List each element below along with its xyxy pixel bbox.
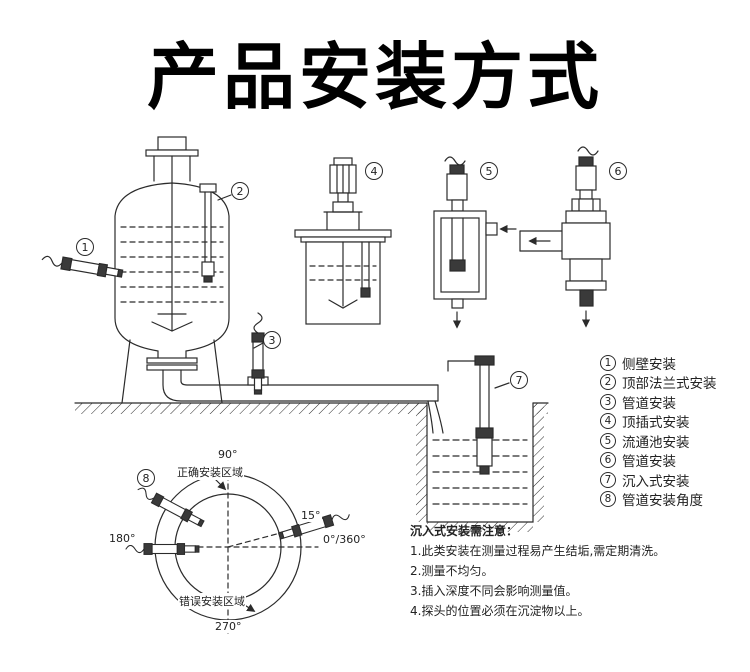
legend-label-6: 管道安装 xyxy=(622,454,676,471)
legend-num-8: 8 xyxy=(600,491,616,508)
ground-pit-drawing xyxy=(74,402,549,532)
notes: 沉入式安装需注意： 1.此类安装在测量过程易产生结垢,需定期清洗。 2.测量不均… xyxy=(410,521,690,621)
callout-1: 1 xyxy=(76,238,94,256)
callout-1-num: 1 xyxy=(81,240,89,254)
legend-item-3: 3 管道安装 xyxy=(600,392,717,412)
legend-label-2: 顶部法兰式安装 xyxy=(622,376,717,393)
callout-5-num: 5 xyxy=(485,164,493,178)
legend-num-3: 3 xyxy=(600,393,616,410)
angle-180-label: 180° xyxy=(108,532,137,545)
immersion-probe-drawing xyxy=(447,355,510,475)
callout-2: 2 xyxy=(231,182,249,200)
callout-3-num: 3 xyxy=(268,333,276,347)
flow-cell-drawing xyxy=(433,156,517,329)
notes-line-3: 3.插入深度不同会影响测量值。 xyxy=(410,584,578,598)
callout-8-num: 8 xyxy=(142,471,150,485)
pipe-angle-drawing xyxy=(125,465,352,637)
legend-num-5: 5 xyxy=(600,432,616,449)
legend-label-5: 流通池安装 xyxy=(622,434,690,451)
legend-label-7: 沉入式安装 xyxy=(622,473,690,490)
wrong-area-label: 错误安装区域 xyxy=(178,593,246,609)
legend-label-3: 管道安装 xyxy=(622,395,676,412)
callout-4-num: 4 xyxy=(370,164,378,178)
notes-line-2: 2.测量不均匀。 xyxy=(410,564,494,578)
legend-num-1: 1 xyxy=(600,354,616,371)
legend-num-6: 6 xyxy=(600,452,616,469)
legend-item-6: 6 管道安装 xyxy=(600,451,717,471)
legend-item-8: 8 管道安装角度 xyxy=(600,490,717,510)
callout-4: 4 xyxy=(365,162,383,180)
legend-item-2: 2 顶部法兰式安装 xyxy=(600,373,717,393)
legend-num-4: 4 xyxy=(600,413,616,430)
top-insert-drawing xyxy=(294,157,392,325)
tank-drawing xyxy=(40,136,444,434)
legend-label-8: 管道安装角度 xyxy=(622,493,703,510)
pipe-probe-drawing xyxy=(247,312,269,395)
page-title: 产品安装方式 xyxy=(146,35,603,119)
callout-2-num: 2 xyxy=(236,184,244,198)
angle-90-label: 90° xyxy=(217,448,239,461)
callout-7-num: 7 xyxy=(515,373,523,387)
callout-3: 3 xyxy=(263,331,281,349)
callout-6: 6 xyxy=(609,162,627,180)
angle-0-360-label: 0°/360° xyxy=(322,533,367,546)
notes-line-1: 1.此类安装在测量过程易产生结垢,需定期清洗。 xyxy=(410,544,666,558)
angle-15-label: 15° xyxy=(300,509,322,522)
legend-item-5: 5 流通池安装 xyxy=(600,431,717,451)
legend-item-7: 7 沉入式安装 xyxy=(600,470,717,490)
pipe-fitting-drawing xyxy=(519,146,611,328)
callout-7: 7 xyxy=(510,371,528,389)
callout-8: 8 xyxy=(137,469,155,487)
notes-line-4: 4.探头的位置必须在沉淀物以上。 xyxy=(410,604,590,618)
legend-num-7: 7 xyxy=(600,471,616,488)
angle-270-label: 270° xyxy=(214,620,243,633)
legend-item-1: 1 侧壁安装 xyxy=(600,353,717,373)
legend-item-4: 4 顶插式安装 xyxy=(600,412,717,432)
legend: 1 侧壁安装 2 顶部法兰式安装 3 管道安装 4 顶插式安装 5 流通池安装 … xyxy=(600,353,717,509)
legend-label-4: 顶插式安装 xyxy=(622,415,690,432)
legend-label-1: 侧壁安装 xyxy=(622,356,676,373)
legend-num-2: 2 xyxy=(600,374,616,391)
callout-5: 5 xyxy=(480,162,498,180)
notes-title: 沉入式安装需注意： xyxy=(410,524,519,538)
callout-6-num: 6 xyxy=(614,164,622,178)
correct-area-label: 正确安装区域 xyxy=(176,464,244,480)
